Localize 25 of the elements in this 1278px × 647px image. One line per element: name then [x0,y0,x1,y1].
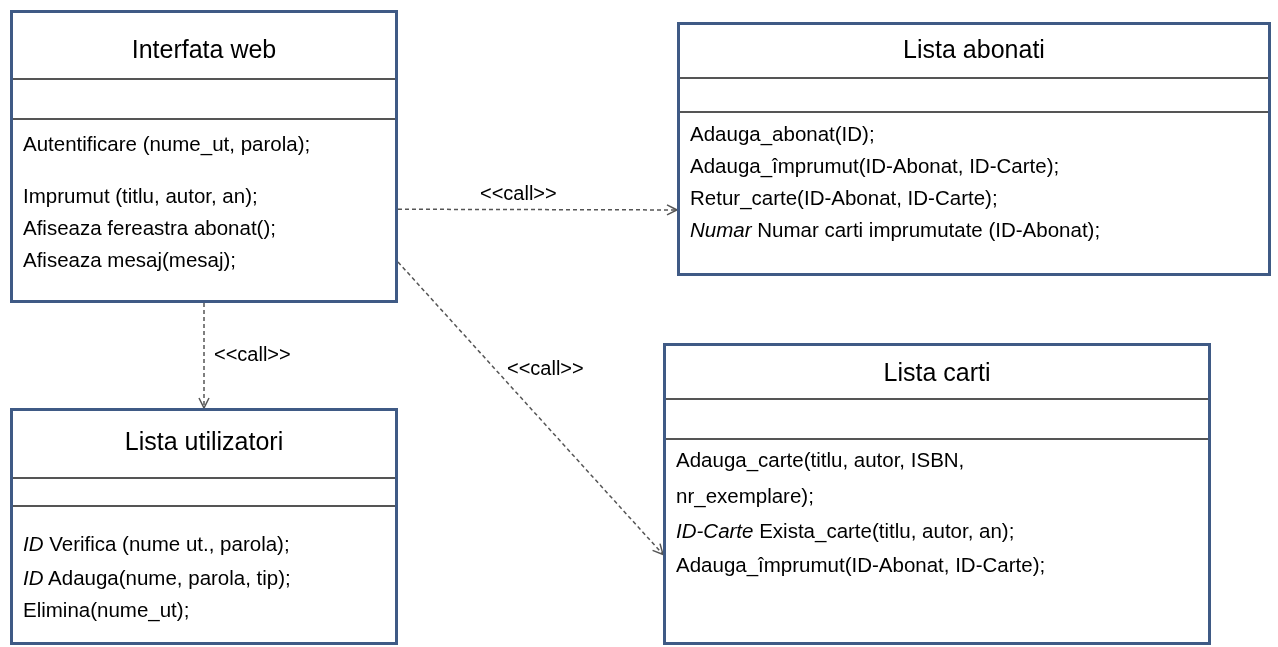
class-box [10,408,398,645]
class-name: Lista abonati [902,35,1046,64]
class-name: Lista carti [882,358,992,387]
class-box [677,22,1271,276]
method-text: Retur_carte(ID-Abonat, ID-Carte); [690,185,998,211]
class-name: Lista utilizatori [123,427,285,456]
method-text: Adauga_împrumut(ID-Abonat, ID-Carte); [676,552,1046,578]
method-text: Afiseaza mesaj(mesaj); [23,247,237,273]
dashed-arrow [397,261,664,556]
method-text: Numar Numar carti imprumutate (ID-Abonat); [690,217,1101,243]
method-text: Adauga_împrumut(ID-Abonat, ID-Carte); [690,153,1060,179]
class-box [663,343,1211,645]
class-box [10,10,398,303]
method-text: ID Adauga(nume, parola, tip); [23,565,291,591]
method-text: Autentificare (nume_ut, parola); [23,131,311,157]
method-text: ID-Carte Exista_carte(titlu, autor, an); [676,518,1015,544]
method-text: Adauga_abonat(ID); [690,121,875,147]
method-text: ID Verifica (nume ut., parola); [23,531,290,557]
method-text: Elimina(nume_ut); [23,597,190,623]
method-text: Afiseaza fereastra abonat(); [23,215,276,241]
dashed-arrow [397,204,678,216]
method-text: Imprumut (titlu, autor, an); [23,183,258,209]
class-name: Interfata web [130,35,278,64]
dashed-arrow [198,302,210,409]
method-text: Adauga_carte(titlu, autor, ISBN, nr_exemplare); [676,447,966,510]
